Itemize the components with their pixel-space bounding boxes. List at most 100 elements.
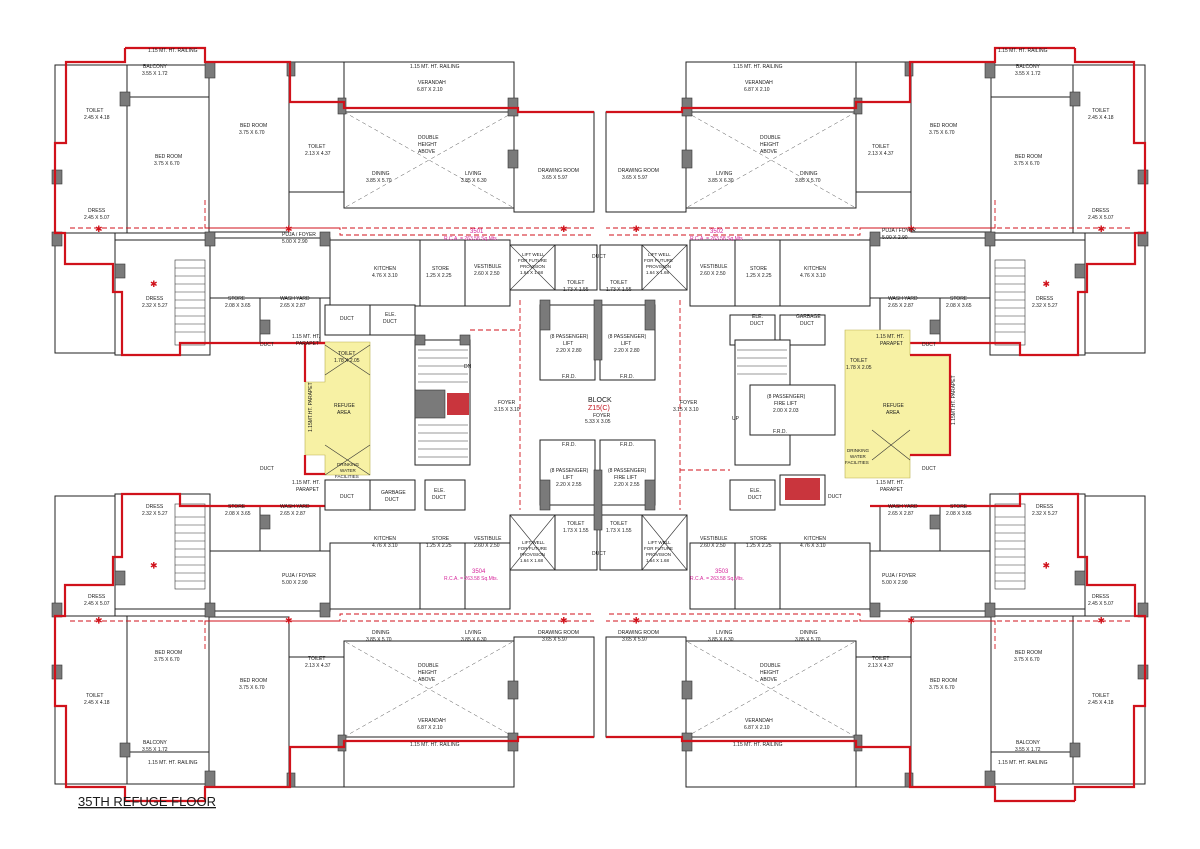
- railing-label: 1.15 MT. HT. RAILING: [410, 742, 460, 748]
- central-core: [470, 244, 730, 571]
- block-foyer-label: FOYER: [593, 413, 611, 419]
- frd-label: F.R.D.: [620, 374, 634, 380]
- kitchen-dim: 4.76 X 3.10: [372, 273, 398, 279]
- wash-yard-label: WASH YARD: [888, 296, 918, 302]
- store-dim: 2.08 X 3.65: [225, 511, 251, 517]
- railing-label: 1.15 MT. HT. RAILING: [733, 742, 783, 748]
- toilet-dim: 2.13 X 4.37: [305, 151, 331, 157]
- frd-label: F.R.D.: [773, 429, 787, 435]
- kitchen-dim: 4.76 X 3.10: [800, 273, 826, 279]
- toilet-label: TOILET: [567, 521, 584, 527]
- double-height-label: DOUBLE: [760, 135, 781, 141]
- pooja-dim: 5.00 X 2.90: [282, 239, 308, 245]
- toilet-refuge-dim: 1.78 X 2.05: [846, 365, 872, 371]
- store-dim: 2.08 X 3.65: [946, 303, 972, 309]
- toilet-label: TOILET: [308, 656, 325, 662]
- toilet-dim: 2.13 X 4.37: [305, 663, 331, 669]
- wash-yard-label: WASH YARD: [280, 296, 310, 302]
- toilet-dim: 1.73 X 1.55: [606, 528, 632, 534]
- drawing-room-dim: 3.65 X 5.97: [542, 175, 568, 181]
- right-refuge-block: [729, 314, 952, 511]
- duct-label: DUCT: [592, 551, 606, 557]
- dress-dim: 2.32 X 5.27: [142, 303, 168, 309]
- fire-lift-dim: 2.00 X 2.03: [773, 408, 799, 414]
- railing-label: 1.15 MT. HT. RAILING: [410, 64, 460, 70]
- duct-label: DUCT: [922, 342, 936, 348]
- frd-label: F.R.D.: [562, 442, 576, 448]
- duct-label: DUCT: [828, 494, 842, 500]
- living-dim: 3.85 X 6.30: [461, 637, 487, 643]
- dress-dim: 2.32 X 5.27: [142, 511, 168, 517]
- bedroom-label: BED ROOM: [1015, 650, 1042, 656]
- store-label: STORE: [950, 296, 968, 302]
- store-label: STORE: [228, 296, 246, 302]
- toilet-label: TOILET: [872, 144, 889, 150]
- lift-capacity-label: (8 PASSENGER): [608, 468, 647, 474]
- vestibule-dim: 2.60 X 2.50: [700, 271, 726, 277]
- fire-lift-dim: 2.20 X 2.55: [614, 482, 640, 488]
- dress-dim: 2.32 X 5.27: [1032, 303, 1058, 309]
- flat-3501-plan: [50, 46, 596, 357]
- toilet-dim: 2.13 X 4.37: [868, 151, 894, 157]
- drinking-water-label: DRINKING: [847, 448, 870, 453]
- living-dim: 3.85 X 6.30: [461, 178, 487, 184]
- lift-label: LIFT: [621, 341, 631, 347]
- lift-well-label: PROVISION: [646, 264, 671, 269]
- verandah-dim: 6.87 X 2.10: [744, 725, 770, 731]
- parapet-label: 1.15 MT. HT.: [876, 480, 904, 486]
- pooja-label: PUJA / FOYER: [882, 228, 916, 234]
- dress-label: DRESS: [88, 208, 106, 214]
- dining-dim: 3.85 X 5.70: [795, 637, 821, 643]
- ele-duct-label: DUCT: [748, 495, 762, 501]
- dress-dim: 2.32 X 5.27: [1032, 511, 1058, 517]
- kitchen-label: KITCHEN: [804, 266, 826, 272]
- store-label: STORE: [750, 536, 768, 542]
- double-height-label: ABOVE: [760, 677, 778, 683]
- flat-number: 3504: [472, 569, 486, 575]
- lift-label: LIFT: [563, 475, 573, 481]
- balcony-dim: 3.55 X 1.72: [142, 747, 168, 753]
- drawing-room-label: DRAWING ROOM: [538, 168, 579, 174]
- bedroom-dim: 3.75 X 6.70: [1014, 161, 1040, 167]
- lift-dim: 2.20 X 2.55: [556, 482, 582, 488]
- dress-dim: 2.45 X 5.07: [84, 215, 110, 221]
- toilet-dim: 2.45 X 4.18: [1088, 700, 1114, 706]
- toilet-label: TOILET: [610, 280, 627, 286]
- double-height-label: DOUBLE: [418, 663, 439, 669]
- toilet-label: TOILET: [567, 280, 584, 286]
- parapet-label: PARAPET: [880, 341, 903, 347]
- verandah-dim: 6.87 X 2.10: [417, 87, 443, 93]
- dress-dim: 2.45 X 5.07: [1088, 601, 1114, 607]
- double-height-label: HEIGHT: [760, 670, 779, 676]
- store-dim: 1.25 X 2.25: [746, 543, 772, 549]
- store-dim: 2.08 X 3.65: [225, 303, 251, 309]
- double-height-label: HEIGHT: [418, 142, 437, 148]
- flat-area: R.C.A. = 263.58 Sq.Mts.: [690, 236, 744, 242]
- refuge-area-label: REFUGE: [883, 403, 905, 409]
- foyer-dim: 3.15 X 3.10: [673, 407, 699, 413]
- toilet-dim: 1.73 X 1.55: [563, 287, 589, 293]
- block-foyer-dim: 5.33 X 3.05: [585, 419, 611, 425]
- ele-duct-label: DUCT: [383, 319, 397, 325]
- flat-area: R.C.A. = 263.58 Sq.Mts.: [444, 576, 498, 582]
- verandah-dim: 6.87 X 2.10: [417, 725, 443, 731]
- verandah-label: VERANDAH: [745, 718, 773, 724]
- balcony-dim: 3.55 X 1.72: [1015, 747, 1041, 753]
- pooja-label: PUJA / FOYER: [882, 573, 916, 579]
- railing-label: 1.15 MT. HT. RAILING: [733, 64, 783, 70]
- flat-number: 3501: [470, 229, 484, 235]
- lift-well-label: PROVISION: [646, 552, 671, 557]
- lift-well-label: FOR FUTURE: [644, 258, 673, 263]
- ele-duct-label: DUCT: [432, 495, 446, 501]
- drawing-room-label: DRAWING ROOM: [538, 630, 579, 636]
- verandah-label: VERANDAH: [745, 80, 773, 86]
- balcony-dim: 3.55 X 1.72: [1015, 71, 1041, 77]
- left-refuge-block: [303, 304, 471, 511]
- lift-well-label: LIFT WELL: [522, 252, 545, 257]
- toilet-dim: 2.45 X 4.18: [84, 115, 110, 121]
- bedroom-dim: 3.75 X 6.70: [929, 685, 955, 691]
- double-height-label: ABOVE: [418, 677, 436, 683]
- lift-capacity-label: (8 PASSENGER): [550, 468, 589, 474]
- store-label: STORE: [750, 266, 768, 272]
- frd-label: F.R.D.: [562, 374, 576, 380]
